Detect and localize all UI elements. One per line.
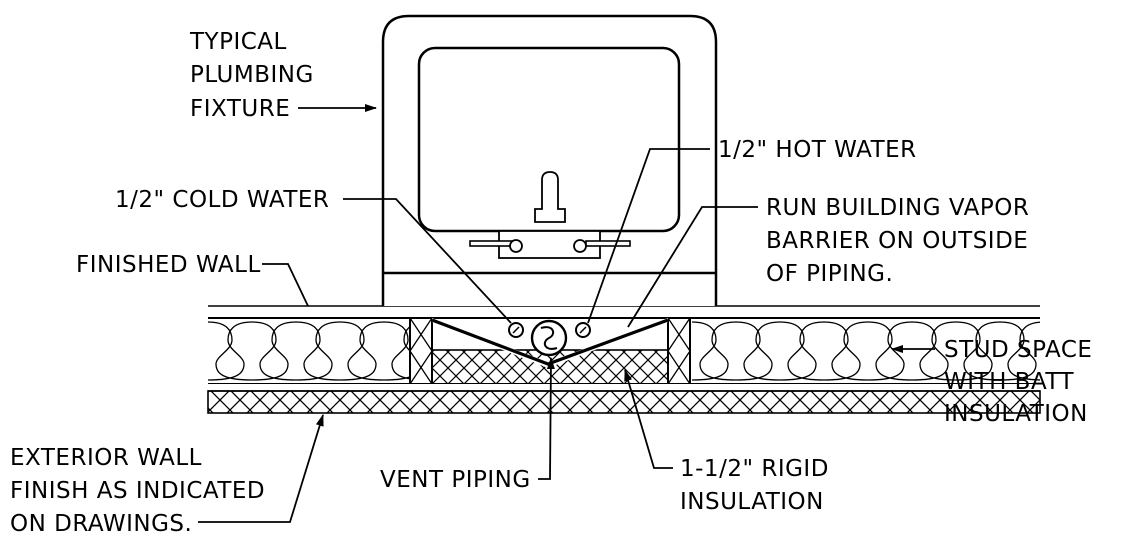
label-exterior-wall-line-2: FINISH AS INDICATED (10, 478, 265, 504)
label-stud-space-line-2: WITH BATT (944, 369, 1075, 395)
label-fixture-line-3: FIXTURE (190, 96, 290, 122)
leader-lines (198, 104, 935, 523)
label-vapor-barrier-line-2: BARRIER ON OUTSIDE (766, 228, 1028, 254)
leader-hot-water (587, 148, 710, 324)
stud-left-hatch (409, 317, 433, 385)
leader-finished-wall (262, 263, 309, 307)
label-finished-wall: FINISHED WALL (76, 252, 261, 278)
cold-handle (469, 240, 515, 247)
vent-pipe-symbol (540, 326, 558, 350)
label-stud-space-line-3: INSULATION (944, 401, 1088, 427)
hot-handle (585, 240, 631, 247)
label-rigid-insulation-line-2: INSULATION (680, 489, 824, 515)
label-exterior-wall-line-1: EXTERIOR WALL (10, 445, 202, 471)
cold-valve-icon (509, 239, 523, 253)
label-fixture-line-1: TYPICAL (189, 29, 287, 55)
label-vent-piping: VENT PIPING (380, 467, 531, 493)
plumbing-fixture (381, 14, 718, 306)
label-vapor-barrier-line-3: OF PIPING. (766, 261, 893, 287)
cold-water-pipe-mark (512, 326, 520, 334)
pipes (508, 319, 591, 357)
sheathing-gap (208, 384, 1040, 391)
leader-cold-water (343, 198, 512, 324)
leader-rigid-insulation (624, 369, 673, 469)
leader-vent-piping (538, 357, 555, 480)
batt-insulation-left (208, 318, 410, 384)
hot-valve-icon (573, 239, 587, 253)
labels: TYPICAL PLUMBING FIXTURE 1/2" HOT WATER … (10, 29, 1092, 537)
label-cold-water: 1/2" COLD WATER (115, 187, 329, 213)
hot-water-pipe-mark (579, 326, 587, 334)
label-vapor-barrier-line-1: RUN BUILDING VAPOR (766, 195, 1029, 221)
leader-vapor-barrier (627, 206, 758, 328)
label-stud-space-line-1: STUD SPACE (944, 337, 1092, 363)
stud-right-hatch (667, 317, 691, 385)
batt-insulation-right (692, 318, 1040, 384)
exterior-finish-layer (207, 390, 1041, 414)
label-hot-water: 1/2" HOT WATER (718, 137, 917, 163)
label-exterior-wall-line-3: ON DRAWINGS. (10, 511, 192, 537)
leader-exterior-wall (198, 414, 324, 523)
faucet-spout (534, 171, 566, 223)
label-rigid-insulation-line-1: 1-1/2" RIGID (680, 456, 829, 482)
label-fixture-line-2: PLUMBING (190, 62, 314, 88)
wall-assembly (207, 305, 1041, 414)
